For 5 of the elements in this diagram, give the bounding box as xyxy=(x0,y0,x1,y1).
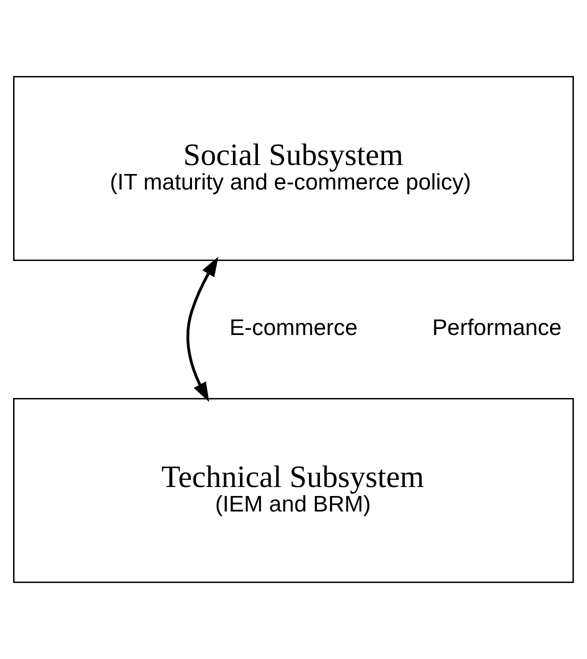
node-box: Social Subsystem (IT maturity and e-commerce policy) xyxy=(13,76,574,261)
label: E-commerce xyxy=(229,314,358,340)
node-box: Technical Subsystem (IEM and BRM) xyxy=(13,398,574,584)
label: Performance xyxy=(432,314,562,340)
arrow xyxy=(186,256,218,402)
